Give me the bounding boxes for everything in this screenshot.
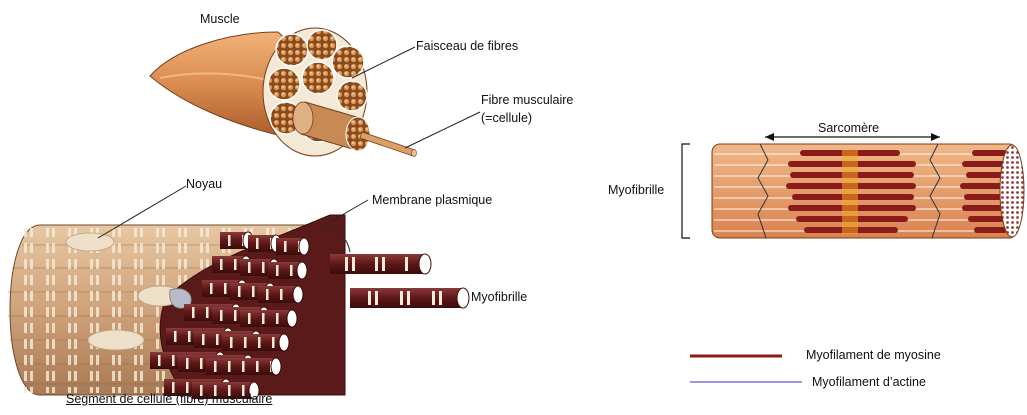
rod-striation <box>214 361 217 372</box>
rod-striation <box>280 289 283 300</box>
leader-membrane <box>330 200 368 222</box>
rod-striation <box>210 283 213 294</box>
label-fiber-line2: (=cellule) <box>481 111 532 125</box>
label-sarcomere: Sarcomère <box>818 121 879 135</box>
rod-striation <box>234 259 237 270</box>
rod-striation <box>262 262 265 273</box>
leader-fiber <box>405 112 480 148</box>
rod-striation <box>234 310 237 321</box>
rod-striation <box>202 334 205 345</box>
myofibril-rod-end <box>279 334 289 351</box>
rod-striation <box>220 259 223 270</box>
rod-striation <box>228 361 231 372</box>
rod-striation <box>172 355 175 366</box>
nucleus-3 <box>88 330 144 350</box>
rod-striation <box>224 283 227 294</box>
rod-striation <box>248 313 251 324</box>
rod-striation <box>228 235 231 246</box>
rod-striation <box>188 331 191 342</box>
protruding-myofibrils <box>330 254 469 308</box>
rod-striation <box>174 331 177 342</box>
myofibril-cylinder <box>712 144 1017 238</box>
rod-striation <box>272 337 275 348</box>
rod-striation <box>252 286 255 297</box>
myofibril-rod <box>258 286 298 303</box>
extracted-fiber <box>360 132 417 157</box>
myofibril-rod-end <box>299 238 309 255</box>
rod-striation <box>200 358 203 369</box>
legend-actin-label: Myofilament d’actine <box>812 375 926 389</box>
rod-striation <box>220 310 223 321</box>
sarcomere-diagram <box>682 133 1024 238</box>
rod-striation <box>256 238 259 249</box>
myofibril-rod-end <box>287 310 297 327</box>
rod-striation <box>276 313 279 324</box>
rod-striation <box>158 355 161 366</box>
rod-striation <box>276 265 279 276</box>
rod-striation <box>244 337 247 348</box>
myofibril-end-cap <box>1000 145 1024 237</box>
rod-striation <box>230 337 233 348</box>
rod-striation <box>266 289 269 300</box>
legend <box>690 356 802 382</box>
rod-striation <box>206 307 209 318</box>
rod-striation <box>262 313 265 324</box>
rod-striation <box>238 286 241 297</box>
label-membrane: Membrane plasmique <box>372 193 492 207</box>
rod-striation <box>284 241 287 252</box>
label-segment-caption: Segment de cellule (fibre) musculaire <box>66 392 272 406</box>
rod-striation <box>216 334 219 345</box>
legend-myosin-label: Myofilament de myosine <box>806 348 941 362</box>
label-nucleus: Noyau <box>186 177 222 191</box>
rod-striation <box>256 361 259 372</box>
label-muscle: Muscle <box>200 12 240 26</box>
myofibril-bracket <box>682 144 690 238</box>
label-myofibril-left: Myofibrille <box>471 290 527 304</box>
nucleus-1 <box>66 233 114 251</box>
h-zone <box>842 150 858 234</box>
rod-striation <box>290 265 293 276</box>
rod-striation <box>186 358 189 369</box>
myofibril-rod-end <box>297 262 307 279</box>
label-fascicle: Faisceau de fibres <box>416 39 518 53</box>
rod-striation <box>248 262 251 273</box>
myofibril-rod-end <box>271 358 281 375</box>
myofibril-rod-end <box>293 286 303 303</box>
myofibril-rod <box>240 310 292 327</box>
label-myofibril-right: Myofibrille <box>608 183 664 197</box>
rod-striation <box>242 361 245 372</box>
rod-striation <box>258 337 261 348</box>
label-fiber-line1: Fibre musculaire <box>481 93 573 107</box>
rod-striation <box>192 307 195 318</box>
